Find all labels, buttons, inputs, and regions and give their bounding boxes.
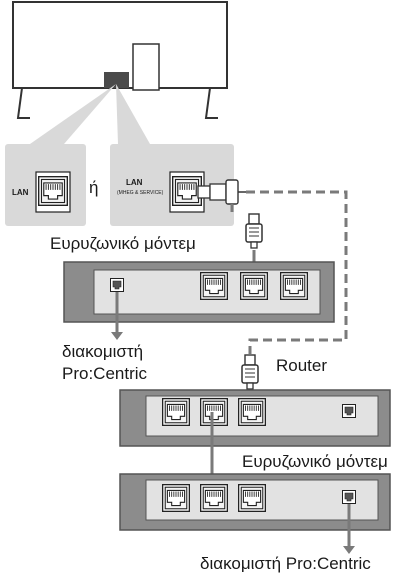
lan-port-icon (162, 398, 190, 426)
lan-port-icon (280, 272, 308, 300)
lan-label-right-sub: (MHEG & SERVICE) (117, 190, 164, 196)
router (119, 389, 391, 447)
lan-port-icon (200, 484, 228, 512)
or-word: ή (89, 178, 99, 197)
broadband-modem-bottom-label: Ευρυζωνικό μόντεμ (242, 452, 388, 471)
lan-callout-left (5, 144, 86, 226)
broadband-modem-top (63, 261, 335, 323)
broadband-modem-top-label: Ευρυζωνικό μόντεμ (50, 234, 196, 253)
lan-port-icon (342, 404, 356, 418)
lan-callout-right (110, 144, 234, 226)
tv-lan-plug (197, 179, 246, 205)
server-bottom-label: διακομιστή Pro:Centric (200, 554, 371, 573)
router-label: Router (276, 356, 328, 375)
lan-port-icon (342, 490, 356, 504)
broadband-modem-bottom (119, 473, 391, 531)
lan-port-icon (238, 484, 266, 512)
lan-port-icon (162, 484, 190, 512)
ethernet-plug-icon (245, 213, 263, 249)
server-left-label-line2: Pro:Centric (62, 364, 148, 383)
lan-port-icon (200, 272, 228, 300)
lan-label-right: LAN (126, 178, 143, 187)
arrow-icon (111, 332, 123, 340)
tv-outline-icon (12, 1, 228, 119)
arrow-icon (343, 546, 355, 554)
lan-label-left: LAN (12, 188, 29, 197)
lan-port-icon (200, 398, 228, 426)
lan-port-icon (38, 176, 68, 206)
lan-port-icon (238, 398, 266, 426)
lan-port-icon (110, 278, 124, 292)
callout-pointer-left (30, 84, 116, 144)
lan-port-icon (172, 176, 202, 206)
lan-port-icon (240, 272, 268, 300)
ethernet-plug-icon (241, 354, 259, 390)
callout-pointer-right (116, 84, 150, 144)
server-left-label-line1: διακομιστή (62, 342, 144, 361)
